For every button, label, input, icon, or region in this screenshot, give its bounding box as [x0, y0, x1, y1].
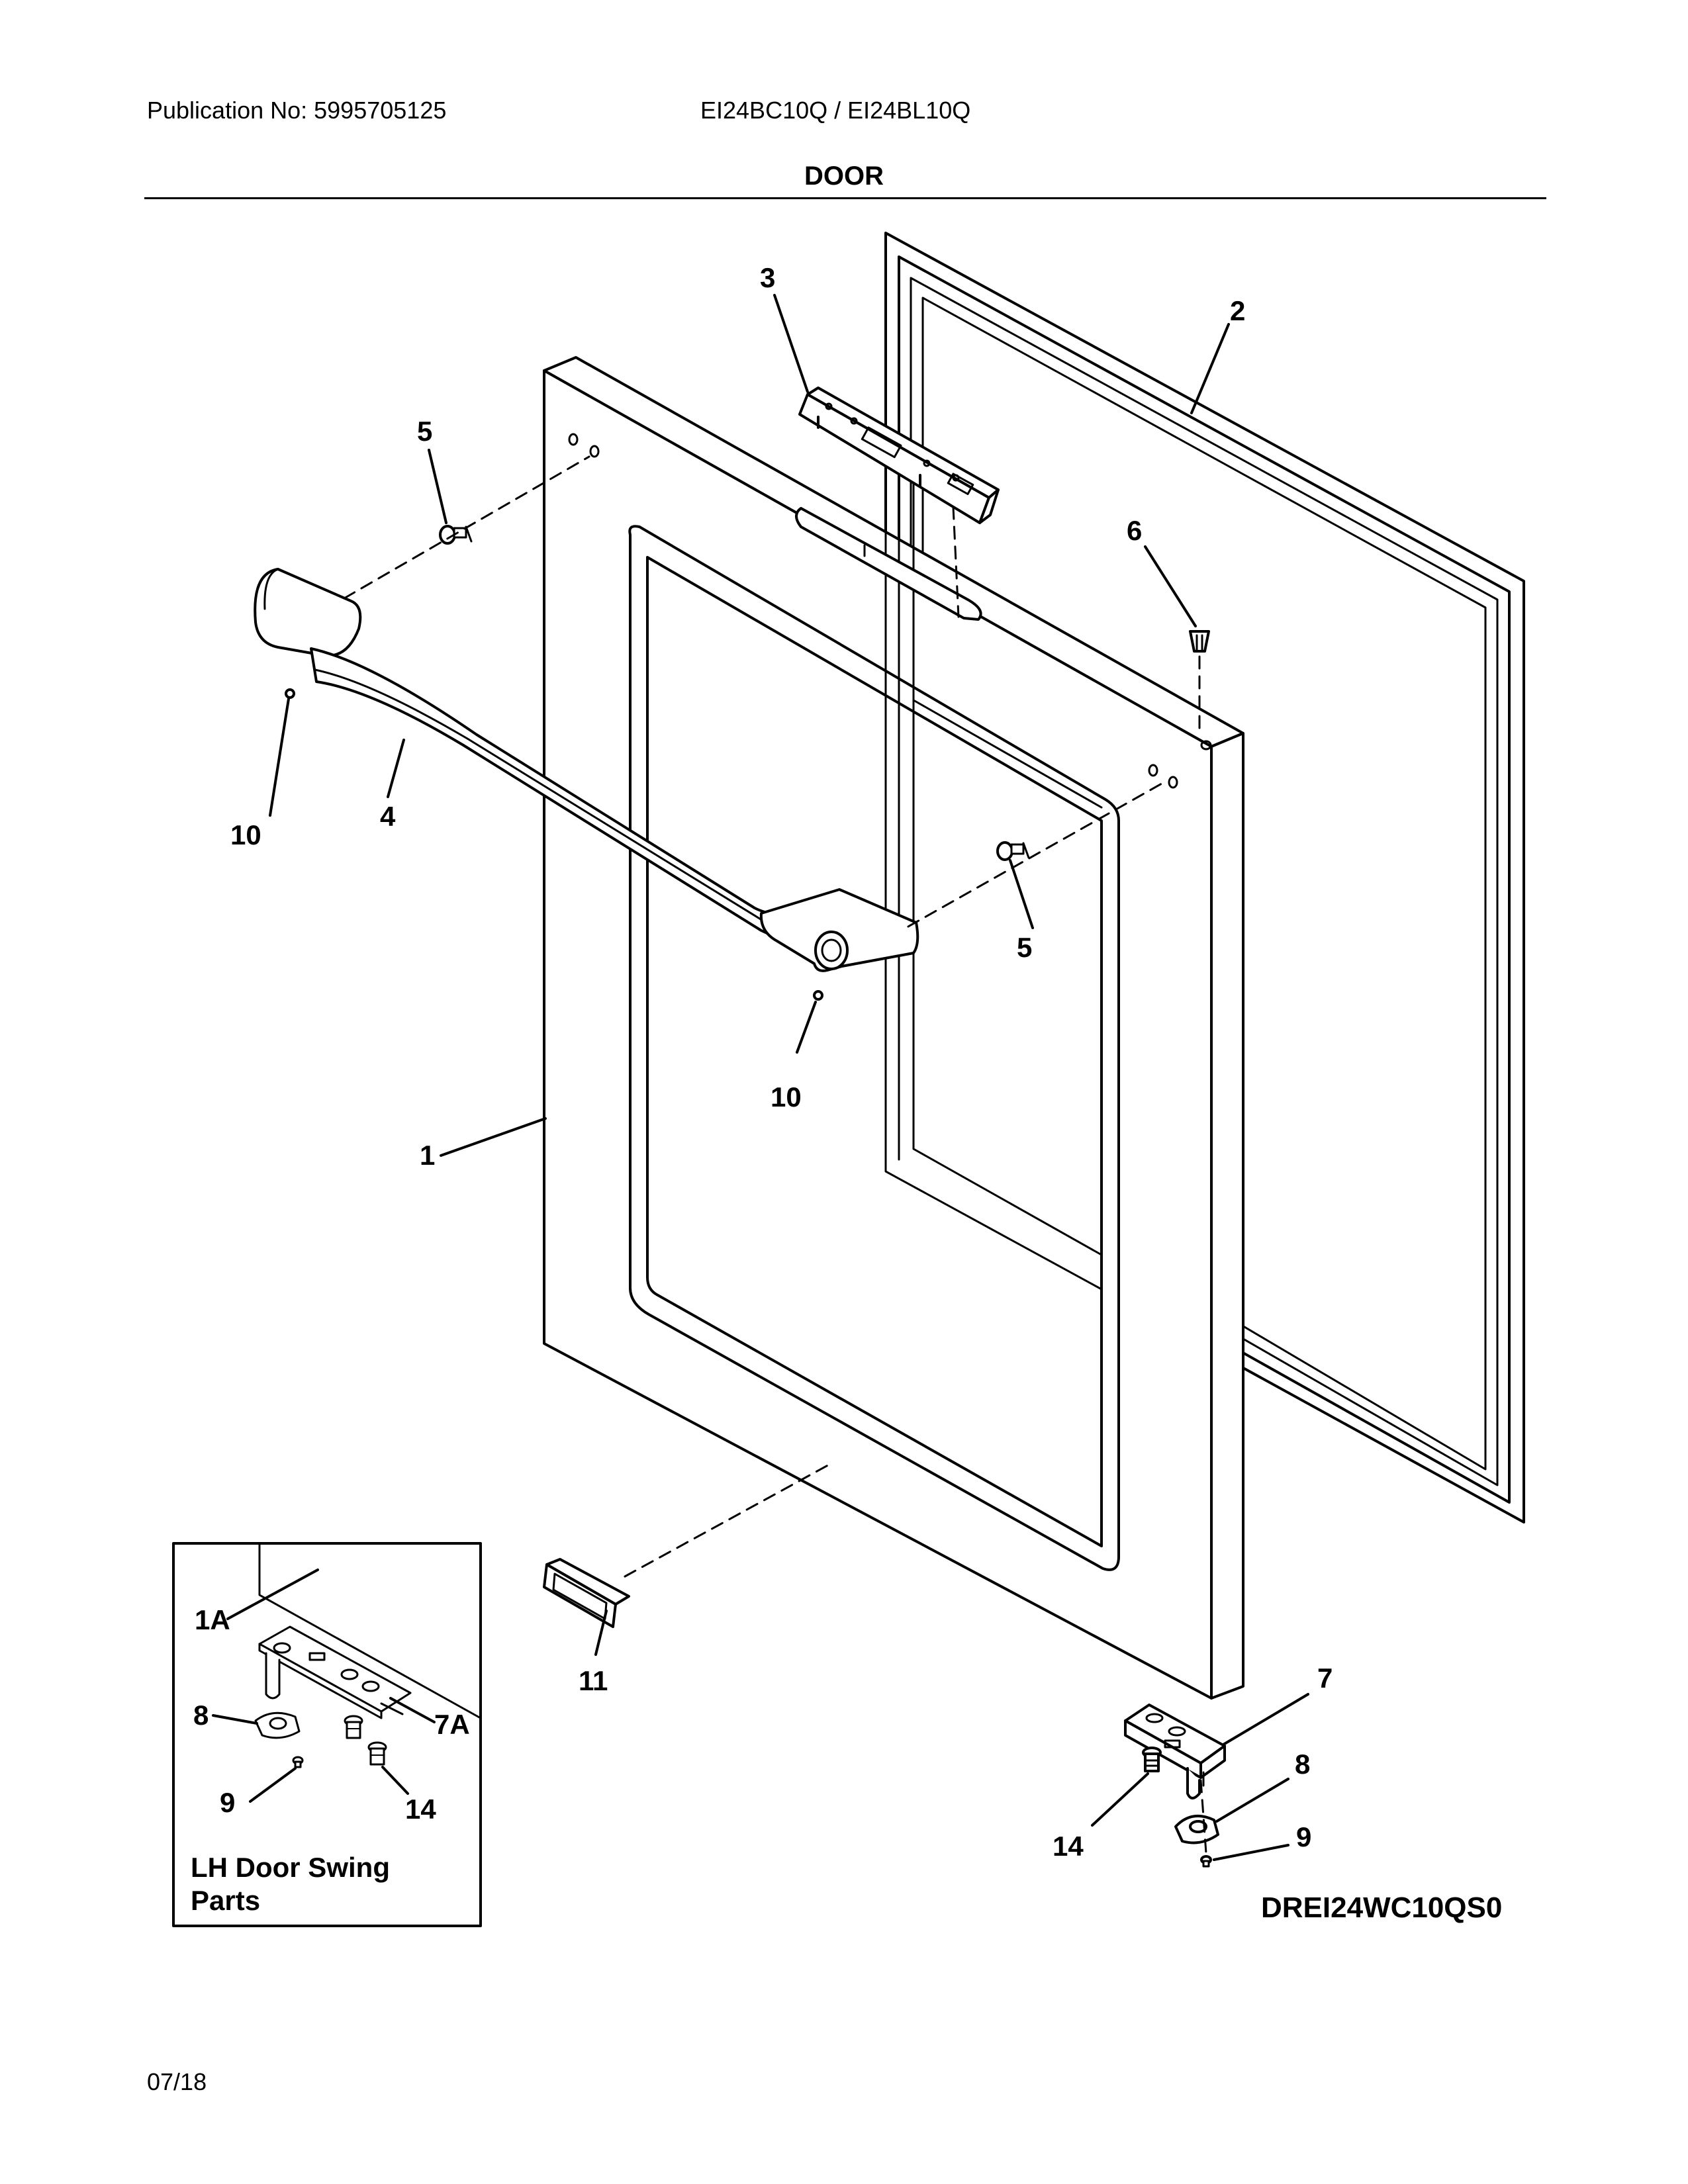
hinge-bushing: [1174, 1815, 1219, 1844]
control-panel: [798, 387, 1000, 524]
set-screw-lower: [813, 990, 823, 1001]
badge-plate: [543, 1558, 630, 1628]
callout-14: 14: [1053, 1831, 1084, 1862]
set-screw-upper: [285, 688, 295, 699]
callout-7: 7: [1317, 1662, 1333, 1694]
hinge-screw: [1142, 1747, 1162, 1772]
callout-8: 8: [1295, 1749, 1310, 1780]
callout-1: 1: [420, 1140, 435, 1171]
inset-label-line2: Parts: [191, 1885, 260, 1916]
inset-callout-8: 8: [193, 1700, 209, 1731]
lh-door-swing-inset: [172, 1542, 482, 1927]
door-panel: [543, 356, 1244, 1700]
callout-11: 11: [579, 1665, 608, 1696]
door-plug: [1189, 630, 1210, 653]
callout-5-lower: 5: [1017, 932, 1032, 963]
hinge-screw-small: [1200, 1855, 1212, 1868]
callout-5-upper: 5: [417, 416, 432, 447]
header-rule: [144, 197, 1546, 199]
callout-9: 9: [1296, 1821, 1311, 1852]
callout-2: 2: [1230, 295, 1245, 326]
handle-screw-lower: [996, 841, 1030, 861]
callout-10-lower: 10: [771, 1081, 802, 1113]
inset-callout-14: 14: [405, 1794, 436, 1825]
callout-10-upper: 10: [230, 819, 261, 850]
leader-lines: [269, 294, 1309, 1861]
section-title: DOOR: [804, 161, 884, 191]
bottom-hinge: [1124, 1704, 1226, 1799]
drawing-id: DREI24WC10QS0: [1261, 1891, 1503, 1924]
callout-6: 6: [1127, 515, 1142, 546]
inset-callout-1A: 1A: [195, 1604, 230, 1635]
inset-label-line1: LH Door Swing: [191, 1852, 390, 1883]
assembly-lines: [343, 455, 1207, 1854]
callout-4: 4: [380, 801, 396, 832]
model-numbers: EI24BC10Q / EI24BL10Q: [700, 97, 971, 124]
callout-3: 3: [760, 262, 775, 293]
publication-number: Publication No: 5995705125: [147, 97, 447, 124]
publication-date: 07/18: [147, 2068, 207, 2095]
door-handle: [254, 568, 919, 972]
inset-callout-7A: 7A: [434, 1709, 470, 1740]
inset-callout-9: 9: [220, 1787, 235, 1818]
